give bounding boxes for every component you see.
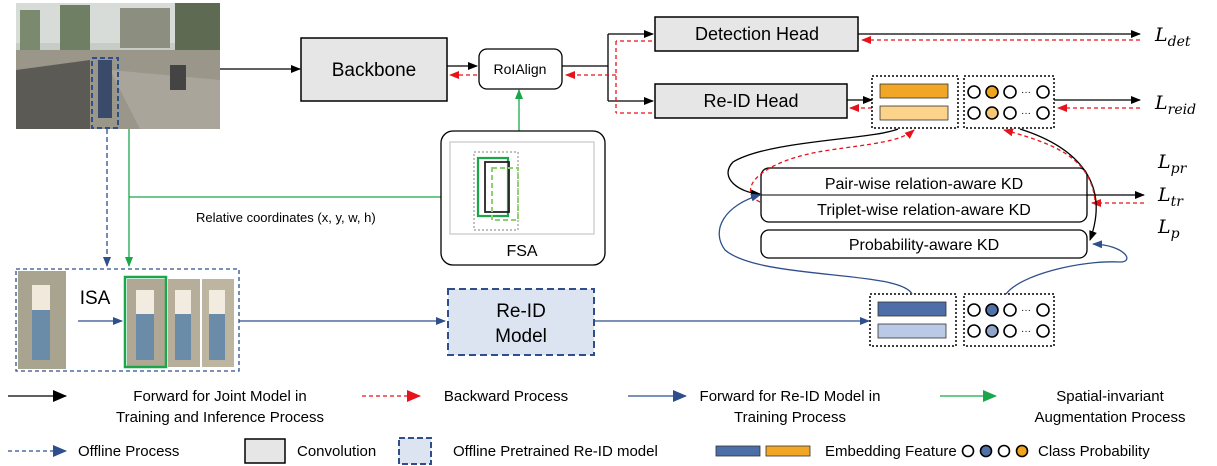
reid-head-block: Re-ID Head (654, 83, 848, 119)
legend-forward-joint: Forward for Joint Model in Training and … (8, 388, 324, 426)
legend-convolution: Convolution (244, 438, 376, 464)
backbone-block: Backbone (300, 37, 448, 102)
isa-panel: ISA (15, 268, 240, 372)
legend: Forward for Joint Model in Training and … (8, 388, 1185, 465)
legend-offline-pretrained-label: Offline Pretrained Re-ID model (453, 443, 658, 460)
roialign-label: RoIAlign (494, 61, 547, 77)
pedestrian-crop-photos (18, 271, 234, 369)
loss-pr: Lpr (1157, 151, 1188, 177)
legend-forward-joint-line1: Forward for Joint Model in (133, 388, 306, 405)
roialign-block: RoIAlign (478, 48, 563, 90)
detection-head-block: Detection Head (654, 16, 859, 52)
legend-spatial: Spatial-invariant Augmentation Process (940, 388, 1185, 426)
legend-convolution-label: Convolution (297, 443, 376, 460)
svg-text:···: ··· (1021, 305, 1031, 316)
svg-text:···: ··· (1021, 326, 1031, 337)
loss-reid: Lreid (1154, 92, 1196, 118)
reid-class-probabilities: ··· ··· (963, 293, 1055, 347)
isa-label: ISA (80, 288, 111, 309)
legend-offline: Offline Process (8, 443, 179, 460)
fsa-panel: FSA (440, 130, 606, 266)
prob-kd-label: Probability-aware KD (849, 237, 999, 254)
reid-head-label: Re-ID Head (703, 91, 798, 111)
legend-spatial-line2: Augmentation Process (1035, 409, 1186, 426)
legend-class-probability-label: Class Probability (1038, 443, 1150, 460)
legend-spatial-line1: Spatial-invariant (1056, 388, 1164, 405)
probability-kd-block: Probability-aware KD (760, 229, 1088, 259)
legend-class-probability: Class Probability (961, 443, 1150, 460)
legend-embedding-feature: Embedding Feature (715, 443, 957, 460)
reid-model-label-2: Model (495, 326, 547, 347)
backbone-label: Backbone (332, 60, 417, 81)
loss-det: Ldet (1154, 24, 1191, 50)
joint-embedding-features (871, 75, 959, 129)
legend-forward-reid-line2: Training Process (734, 409, 846, 426)
reid-model-label-1: Re-ID (496, 301, 546, 322)
joint-class-probabilities: ··· ··· (963, 75, 1055, 129)
relation-kd-block: Pair-wise relation-aware KD Triplet-wise… (760, 167, 1088, 223)
legend-forward-reid: Forward for Re-ID Model in Training Proc… (628, 388, 880, 426)
legend-forward-reid-line1: Forward for Re-ID Model in (700, 388, 881, 405)
legend-offline-pretrained: Offline Pretrained Re-ID model (398, 437, 658, 465)
fsa-label: FSA (506, 243, 537, 260)
detection-head-label: Detection Head (695, 24, 819, 44)
legend-forward-joint-line2: Training and Inference Process (116, 409, 324, 426)
bounding-box-augmentation-thumbnail (473, 151, 519, 231)
svg-text:···: ··· (1021, 87, 1031, 98)
loss-p: Lp (1157, 216, 1180, 242)
reid-model-block: Re-ID Model (447, 288, 595, 356)
pair-kd-label: Pair-wise relation-aware KD (825, 176, 1023, 193)
relative-coordinates-label: Relative coordinates (x, y, w, h) (196, 210, 376, 225)
svg-text:···: ··· (1021, 108, 1031, 119)
legend-backward-label: Backward Process (444, 388, 568, 405)
legend-embedding-feature-label: Embedding Feature (825, 443, 957, 460)
street-scene-photo (16, 3, 220, 129)
loss-tr: Ltr (1157, 184, 1184, 210)
legend-offline-label: Offline Process (78, 443, 179, 460)
triplet-kd-label: Triplet-wise relation-aware KD (817, 202, 1031, 219)
target-box (91, 57, 119, 129)
reid-embedding-features (869, 293, 957, 347)
legend-backward: Backward Process (362, 388, 568, 405)
